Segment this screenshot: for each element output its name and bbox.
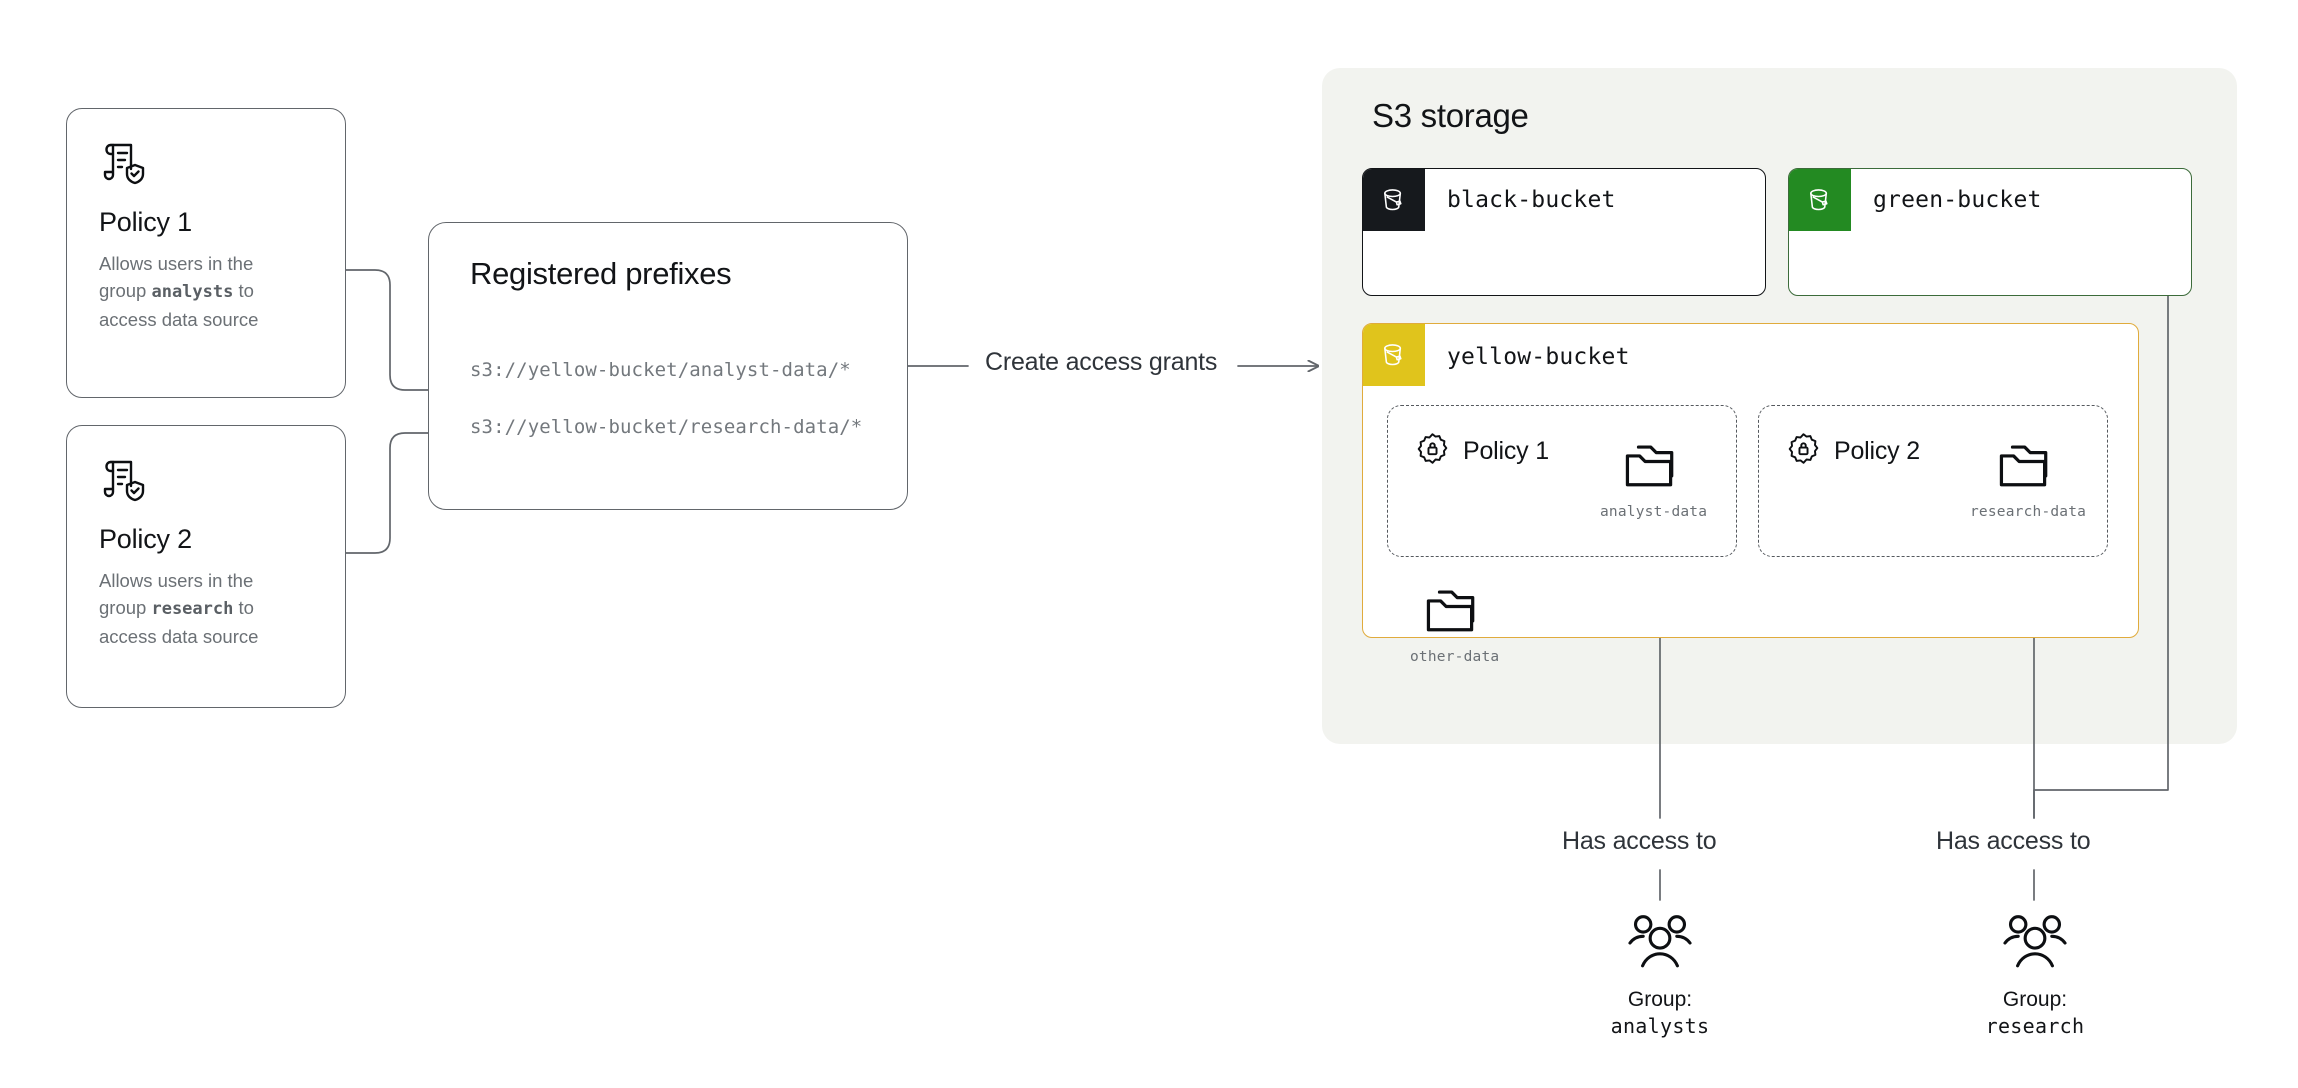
policy-card-description: Allows users in the group analysts to ac… [99, 250, 304, 333]
policy-desc-prefix: Allows users in the group [99, 253, 254, 302]
bucket-card-yellow[interactable]: yellow-bucket [1362, 323, 2139, 638]
folder-icon [1424, 585, 1486, 644]
policy-seal-lock-icon [1787, 432, 1820, 470]
policy-desc-suffix: to access data source [99, 280, 259, 330]
folder-analyst-data[interactable]: analyst-data [1600, 440, 1707, 520]
folder-label: other-data [1410, 649, 1500, 665]
bucket-icon [1789, 169, 1851, 231]
policy-desc-group: analysts [151, 282, 234, 303]
folder-icon [1623, 440, 1685, 499]
policy-zone-header: Policy 1 [1416, 432, 1549, 470]
policy-desc-group: research [151, 599, 234, 620]
group-node-research[interactable]: Group: research [1955, 913, 2115, 1040]
policy-card-title: Policy 2 [99, 524, 192, 554]
users-group-icon [1624, 913, 1696, 978]
policy-scroll-shield-icon [99, 139, 151, 191]
prefix-row-analyst: s3://yellow-bucket/analyst-data/* [470, 359, 851, 381]
policy-card-2[interactable]: Policy 2 Allows users in the group resea… [66, 425, 346, 708]
group-name: analysts [1610, 1014, 1710, 1039]
policy-zone-label: Policy 1 [1463, 436, 1549, 465]
policy-zone-header: Policy 2 [1787, 432, 1920, 470]
bucket-card-green[interactable]: green-bucket [1788, 168, 2192, 296]
folder-label: analyst-data [1600, 504, 1708, 520]
folder-label: research-data [1970, 504, 2087, 520]
bucket-name: green-bucket [1873, 187, 2042, 213]
create-access-grants-label: Create access grants [985, 348, 1218, 376]
bucket-icon [1363, 169, 1425, 231]
bucket-card-black[interactable]: black-bucket [1362, 168, 1766, 296]
policy-zone-2[interactable]: Policy 2 [1758, 405, 2108, 557]
group-title-label: Group: [2002, 988, 2068, 1011]
prefix-row-research: s3://yellow-bucket/research-data/* [470, 416, 863, 438]
policy-card-1[interactable]: Policy 1 Allows users in the group analy… [66, 108, 346, 398]
policy-scroll-shield-icon [99, 456, 151, 508]
policy-zone-1[interactable]: Policy 1 [1387, 405, 1737, 557]
has-access-to-label-research: Has access to [1936, 827, 2091, 855]
s3-storage-title: S3 storage [1372, 97, 1529, 134]
registered-prefixes-title: Registered prefixes [470, 256, 732, 291]
group-title-label: Group: [1627, 988, 1693, 1011]
group-name: research [1985, 1014, 2085, 1039]
group-node-analysts[interactable]: Group: analysts [1580, 913, 1740, 1040]
policy-seal-lock-icon [1416, 432, 1449, 470]
registered-prefixes-box[interactable]: Registered prefixes s3://yellow-bucket/a… [428, 222, 908, 510]
users-group-icon [1999, 913, 2071, 978]
policy-desc-prefix: Allows users in the group [99, 570, 254, 619]
bucket-name: yellow-bucket [1447, 344, 1630, 370]
folder-icon [1997, 440, 2059, 499]
folder-other-data[interactable]: other-data [1410, 585, 1499, 665]
policy-card-title: Policy 1 [99, 207, 192, 237]
bucket-name: black-bucket [1447, 187, 1616, 213]
has-access-to-label-analysts: Has access to [1562, 827, 1717, 855]
policy-card-description: Allows users in the group research to ac… [99, 567, 304, 650]
folder-research-data[interactable]: research-data [1970, 440, 2086, 520]
policy-zone-label: Policy 2 [1834, 436, 1920, 465]
policy-desc-suffix: to access data source [99, 597, 259, 647]
bucket-icon [1363, 324, 1425, 386]
